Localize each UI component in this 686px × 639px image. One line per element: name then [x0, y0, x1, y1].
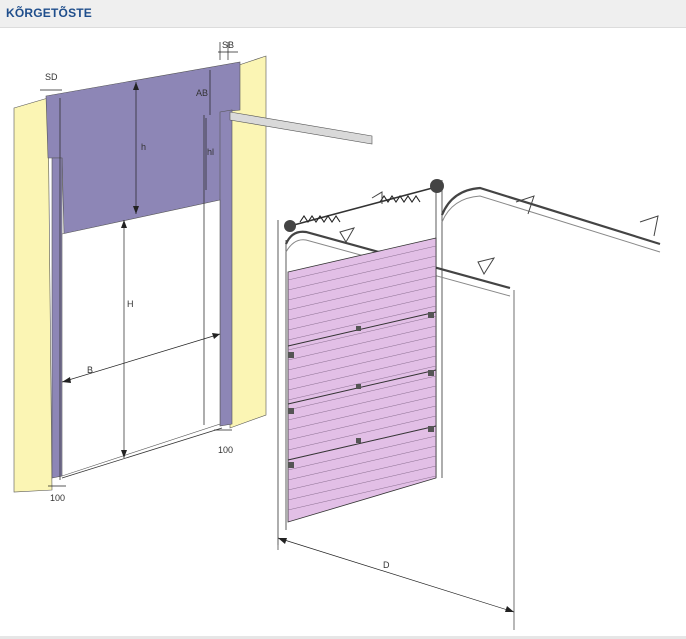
- h-large-label: H: [127, 299, 134, 309]
- rail-beam: [229, 111, 373, 145]
- page-header: KÕRGETÕSTE: [0, 0, 686, 28]
- sd-label: SD: [45, 72, 58, 82]
- page-title: KÕRGETÕSTE: [6, 6, 93, 20]
- width-right-label: 100: [218, 445, 233, 455]
- door-diagram: SD SB AB h hl H B 100 100 D: [13, 40, 661, 630]
- sectional-door: [277, 179, 661, 630]
- left-side-strip: [51, 157, 63, 479]
- wall-opening: [13, 55, 267, 493]
- right-side-strip: [219, 109, 233, 427]
- dimension-arrows: [62, 82, 220, 458]
- h-small-label: h: [141, 142, 146, 152]
- right-wall: [229, 55, 267, 429]
- hl-label: hl: [207, 147, 214, 157]
- opening-bottom: [61, 427, 223, 479]
- b-label: B: [87, 365, 93, 375]
- sb-label: SB: [222, 40, 234, 50]
- ab-label: AB: [196, 88, 208, 98]
- width-left-label: 100: [50, 493, 65, 503]
- dimension-lines: [40, 42, 238, 487]
- d-label: D: [383, 560, 390, 570]
- door-panel: [287, 237, 437, 523]
- left-wall: [13, 97, 53, 493]
- opening: [61, 199, 221, 477]
- bottom-border: [0, 636, 686, 639]
